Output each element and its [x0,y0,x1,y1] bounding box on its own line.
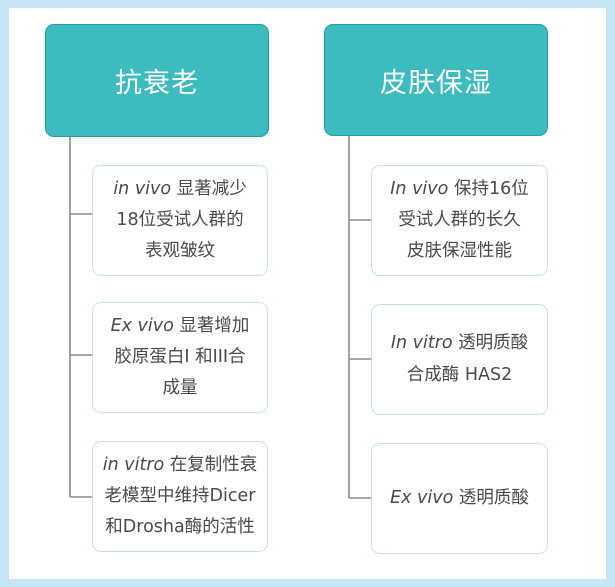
card-line-text: 显著减少 [171,178,247,199]
card-line: 成量 [163,373,198,404]
card-moisturizing-1: In vivo 保持16位 受试人群的长久 皮肤保湿性能 [371,165,548,276]
card-line-text: 胶原蛋白I 和III合 [114,346,246,367]
card-line: Ex vivo 显著增加 [111,311,250,342]
card-line-text: 保持16位 [448,178,529,199]
card-line: 表观皱纹 [145,236,215,267]
card-line-italic: In vivo [390,178,449,199]
column-header-anti-aging: 抗衰老 [45,24,269,137]
card-line: 受试人群的长久 [398,205,521,236]
column-header-skin-moisturizing: 皮肤保湿 [324,24,548,136]
card-line-text: 受试人群的长久 [398,209,521,230]
card-line-italic: Ex vivo [390,487,454,508]
column-title: 抗衰老 [115,68,199,99]
card-line-italic: In vitro [390,333,453,354]
card-line: 老模型中维持Dicer [105,481,256,512]
card-line-text: 皮肤保湿性能 [407,241,512,262]
card-line: In vitro 透明质酸 [391,328,528,359]
card-line: 胶原蛋白I 和III合 [114,342,245,373]
card-line: 合成酶 HAS2 [407,360,512,391]
card-line-text: 18位受试人群的 [116,209,244,230]
card-line-text: 合成酶 HAS2 [406,364,513,385]
card-line: 和Drosha酶的活性 [105,512,254,543]
card-anti-aging-3: in vitro 在复制性衰 老模型中维持Dicer 和Drosha酶的活性 [92,441,268,552]
card-line: Ex vivo 透明质酸 [390,483,529,514]
card-line: 皮肤保湿性能 [407,236,512,267]
card-line-italic: in vivo [113,178,172,199]
card-moisturizing-3: Ex vivo 透明质酸 [371,443,548,554]
card-line: 18位受试人群的 [116,205,243,236]
card-line-text: 成量 [162,378,198,399]
card-line-text: 透明质酸 [453,487,529,508]
card-line-text: 和Drosha酶的活性 [105,517,255,538]
column-title: 皮肤保湿 [380,67,492,99]
card-anti-aging-2: Ex vivo 显著增加 胶原蛋白I 和III合 成量 [92,302,268,413]
card-line-text: 表观皱纹 [145,241,215,262]
card-line-italic: Ex vivo [110,315,174,336]
card-line-italic: in vitro [102,454,165,475]
card-line: in vivo 显著减少 [113,174,246,205]
card-line: in vitro 在复制性衰 [103,450,258,481]
card-line-text: 显著增加 [173,315,250,336]
card-line-text: 老模型中维持Dicer [104,485,256,506]
card-line-text: 透明质酸 [452,333,529,354]
card-moisturizing-2: In vitro 透明质酸 合成酶 HAS2 [371,304,548,415]
card-line-text: 在复制性衰 [164,454,258,475]
card-line: In vivo 保持16位 [390,174,528,205]
card-anti-aging-1: in vivo 显著减少 18位受试人群的 表观皱纹 [92,165,268,276]
